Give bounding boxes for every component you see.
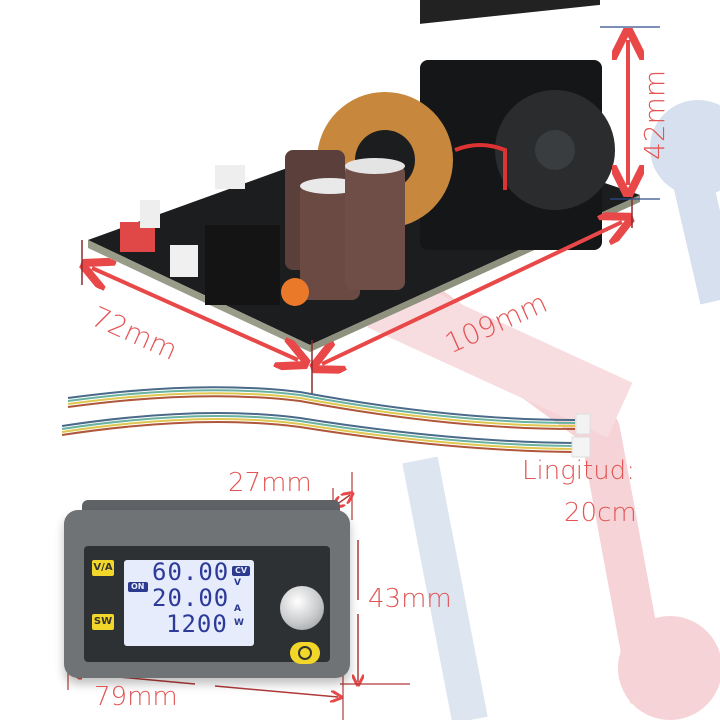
display-height-label: 43mm [368, 584, 452, 614]
cable-length-label: Lingitud: [522, 456, 635, 486]
voltage-unit: V [234, 578, 241, 588]
power-button[interactable] [290, 642, 320, 664]
power-readout: 1200 [166, 610, 228, 638]
cable-length-value: 20cm [564, 498, 637, 528]
on-indicator: ON [128, 582, 148, 592]
lcd-power-module: V/A SW ON 60.00 CV V 20.00 A 1200 W [64, 500, 354, 678]
board-height-label: 42mm [638, 69, 671, 160]
control-face: V/A SW ON 60.00 CV V 20.00 A 1200 W [84, 546, 330, 664]
va-button[interactable]: V/A [92, 560, 114, 576]
current-unit: A [234, 604, 241, 614]
power-unit: W [234, 618, 244, 628]
display-width-label: 79mm [94, 682, 178, 712]
display-depth-label: 27mm [228, 468, 312, 498]
mode-badge: CV [232, 566, 251, 576]
sw-button[interactable]: SW [92, 614, 114, 630]
current-readout: 20.00 [152, 584, 230, 612]
adjust-knob[interactable] [280, 586, 324, 630]
voltage-readout: 60.00 [152, 558, 230, 586]
lcd-screen: ON 60.00 CV V 20.00 A 1200 W [124, 558, 254, 646]
module-bezel: V/A SW ON 60.00 CV V 20.00 A 1200 W [64, 510, 350, 678]
